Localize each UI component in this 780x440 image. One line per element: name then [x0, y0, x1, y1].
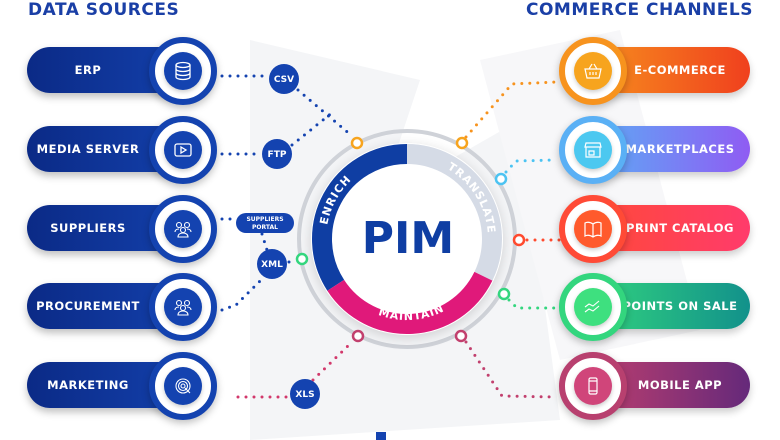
- node-dot: [295, 252, 309, 266]
- e-commerce-icon-ring[interactable]: [559, 37, 627, 105]
- svg-text:FTP: FTP: [268, 150, 287, 160]
- mobile-app-icon-ring[interactable]: [559, 352, 627, 420]
- database-icon: [175, 61, 191, 81]
- svg-text:XML: XML: [261, 260, 283, 270]
- node-dot: [455, 136, 469, 150]
- pim-title: PIM: [362, 213, 454, 264]
- shopping-basket-icon: [584, 63, 602, 79]
- connector-ftp-pim: [290, 110, 335, 147]
- smartphone-icon: [588, 377, 598, 395]
- connector-ecommerce: [464, 80, 558, 139]
- connector-procurement-xml: [220, 277, 264, 312]
- node-dot: [494, 172, 508, 186]
- people-icon: [174, 299, 192, 316]
- ftp-badge: FTP: [262, 139, 292, 169]
- translate-segment[interactable]: [406, 144, 502, 281]
- node-dot: [497, 287, 511, 301]
- xml-badge: XML: [257, 249, 287, 279]
- video-play-icon: [174, 143, 192, 157]
- svg-text:CSV: CSV: [274, 75, 294, 85]
- marketplaces-icon-ring[interactable]: [559, 116, 627, 184]
- node-dot: [350, 136, 364, 150]
- connector-portal-xml: [260, 232, 269, 252]
- node-dot: [454, 329, 468, 343]
- trend-chart-icon: [584, 300, 600, 313]
- book-icon: [584, 221, 602, 238]
- people-icon: [174, 221, 192, 238]
- xls-badge: XLS: [290, 379, 320, 409]
- media-server-icon-ring[interactable]: [149, 116, 217, 184]
- suppliers-icon-ring[interactable]: [149, 195, 217, 263]
- enrich-segment[interactable]: [312, 144, 408, 291]
- pim-disc: [311, 143, 503, 335]
- marketing-icon-ring[interactable]: [149, 352, 217, 420]
- connector-mobile-app: [464, 340, 558, 399]
- connector-marketplaces: [504, 158, 558, 174]
- node-dot: [512, 233, 526, 247]
- data-sources-heading: DATA SOURCES: [28, 0, 180, 20]
- maintain-segment[interactable]: [327, 271, 493, 334]
- connector-xls-pim: [311, 339, 355, 382]
- node-dot: [351, 329, 365, 343]
- svg-text:SUPPLIERS: SUPPLIERS: [246, 216, 283, 223]
- procurement-icon-ring[interactable]: [149, 273, 217, 341]
- svg-text:PORTAL: PORTAL: [252, 224, 278, 231]
- csv-badge: CSV: [269, 64, 299, 94]
- points-on-sale-icon-ring[interactable]: [559, 273, 627, 341]
- storefront-icon: [584, 142, 602, 158]
- target-icon: [175, 378, 191, 394]
- erp-icon-ring[interactable]: [149, 37, 217, 105]
- connector-xml-pim: [287, 258, 298, 264]
- print-catalog-icon-ring[interactable]: [559, 195, 627, 263]
- logo-mark: [376, 432, 386, 440]
- svg-text:XLS: XLS: [295, 390, 314, 400]
- commerce-channels-heading: COMMERCE CHANNELS: [526, 0, 753, 20]
